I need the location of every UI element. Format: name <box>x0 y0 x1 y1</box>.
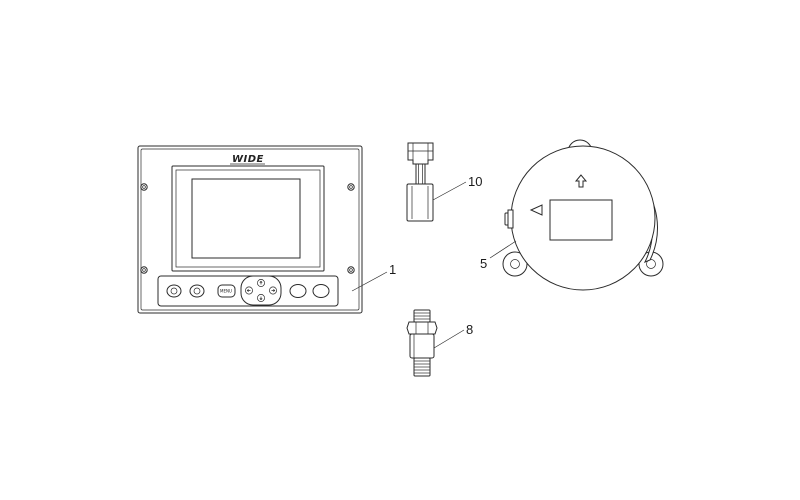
leader-line <box>433 329 465 349</box>
mount-screw <box>347 183 355 191</box>
housing-window <box>549 199 613 241</box>
display-frame <box>137 145 363 314</box>
left-triangle-icon <box>529 204 543 216</box>
keypad-panel <box>157 275 339 307</box>
callout-8: 8 <box>466 322 473 337</box>
sensor-fitting <box>406 309 438 377</box>
leader-line <box>432 181 467 201</box>
brand-logo: WIDE <box>232 154 264 165</box>
mount-screw <box>140 183 148 191</box>
connector <box>406 142 434 222</box>
leader-line <box>489 240 517 259</box>
screen <box>191 178 301 259</box>
key-oval <box>312 284 330 298</box>
display-unit: WIDE MENU <box>137 145 363 314</box>
callout-5: 5 <box>480 256 487 271</box>
screen-bezel <box>171 165 325 272</box>
key-round <box>166 284 182 298</box>
up-arrow-icon <box>574 174 588 188</box>
key-menu <box>217 284 236 298</box>
callout-1: 1 <box>389 262 396 277</box>
key-round <box>189 284 205 298</box>
callout-10: 10 <box>468 174 482 189</box>
mount-screw <box>140 266 148 274</box>
key-menu-label: MENU <box>220 289 232 294</box>
round-housing <box>502 139 664 291</box>
direction-pad <box>240 275 282 306</box>
mount-screw <box>347 266 355 274</box>
key-oval <box>289 284 307 298</box>
leader-line <box>351 271 388 292</box>
